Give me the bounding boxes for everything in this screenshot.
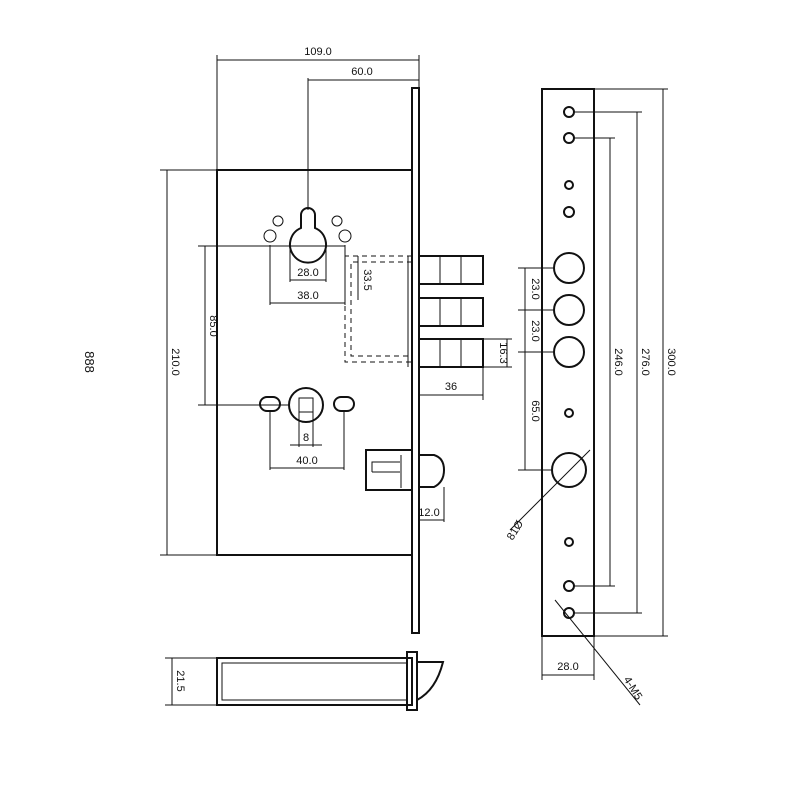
dim-bolt-offset: 33.5: [361, 269, 373, 290]
top-view: 21.5: [165, 651, 445, 711]
dim-width-total: 109.0: [304, 46, 332, 58]
dim-hub-offset: 65.0: [529, 400, 541, 421]
latch-link: [371, 461, 400, 473]
bolt-hole-1: [553, 252, 585, 284]
latch-housing: [365, 449, 413, 491]
screw-hole-right-top: [331, 215, 343, 227]
overall-height-label: 888: [82, 351, 97, 373]
latch-hole: [551, 452, 587, 488]
dead-bolt-bottom: [418, 338, 484, 368]
dim-spindle-square: 8: [303, 432, 309, 444]
dim-hole-span-mid: 276.0: [639, 348, 651, 376]
dim-hub-diameter: 81Ø: [505, 518, 526, 542]
dim-faceplate-length: 300.0: [665, 348, 677, 376]
bolt-hole-3: [553, 336, 585, 368]
dim-case-height: 210.0: [169, 348, 181, 376]
spindle-square: [298, 397, 314, 413]
dim-hole-spacing-top: 28.0: [297, 267, 318, 279]
slot-right: [333, 396, 355, 412]
face-plate-side: [411, 87, 420, 634]
slot-left: [259, 396, 281, 412]
dim-centre-distance: 85.0: [207, 315, 219, 336]
screw-hole-5: [564, 408, 574, 418]
face-plate-top: [406, 651, 418, 711]
faceplate: [541, 88, 595, 637]
screw-hole-6: [564, 537, 574, 547]
front-view: 109.0 60.0 28.0 38.0 33.5 85.0 210.0 8: [82, 46, 512, 634]
bolt-frame-hidden: [344, 255, 412, 363]
dim-screw-spec: 4-M5: [621, 675, 644, 703]
dim-faceplate-width: 28.0: [557, 661, 578, 673]
dim-bolt-projection: 36: [445, 381, 457, 393]
dim-bolt-pitch-2: 23.0: [529, 320, 541, 341]
dim-latch-projection: 12.0: [418, 507, 439, 519]
dim-backset: 60.0: [351, 66, 372, 78]
screw-hole-3: [564, 180, 574, 190]
dead-bolt-top: [418, 255, 484, 285]
bolt-hole-2: [553, 294, 585, 326]
screw-hole-7: [563, 580, 575, 592]
dim-body-depth: 21.5: [174, 670, 186, 691]
latch-curve-top: [416, 661, 445, 701]
screw-hole-1: [563, 106, 575, 118]
dim-bolt-thickness: 16.3: [497, 342, 509, 363]
spindle-hub: [288, 387, 324, 423]
screw-hole-left: [263, 229, 277, 243]
screw-hole-4: [563, 206, 575, 218]
screw-hole-right: [338, 229, 352, 243]
faceplate-view: 23.0 23.0 65.0 246.0 276.0 300.0 81Ø 28.…: [505, 88, 677, 706]
dim-bolt-pitch-1: 23.0: [529, 278, 541, 299]
dim-cylinder-spacing: 40.0: [296, 455, 317, 467]
dim-hole-spacing-outer: 38.0: [297, 290, 318, 302]
dead-bolt-middle: [418, 297, 484, 327]
keyhole: [289, 207, 327, 264]
screw-hole-left-top: [272, 215, 284, 227]
screw-hole-2: [563, 132, 575, 144]
latch-tongue: [419, 454, 446, 488]
dim-hole-span-inner: 246.0: [612, 348, 624, 376]
bolt-frame-hidden-inner: [350, 261, 412, 357]
case-outline-top: [216, 657, 413, 706]
